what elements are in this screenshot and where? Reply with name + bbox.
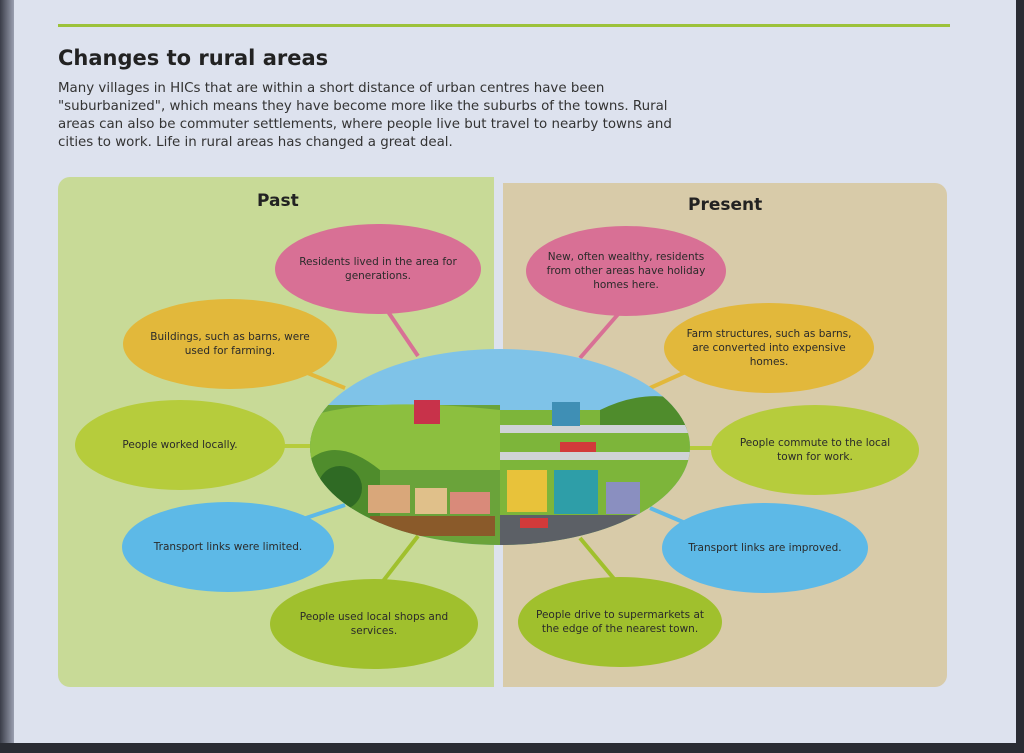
bubble-past-buildings: Buildings, such as barns, were used for … [123,299,337,389]
fence [370,516,495,536]
house-icon [368,485,410,513]
page-edge-bottom [0,743,1024,753]
bubble-past-transport: Transport links were limited. [122,502,334,592]
page-edge [1016,0,1024,753]
barn-icon [414,400,440,424]
connector [578,310,622,360]
page-title: Changes to rural areas [58,46,329,70]
intro-paragraph: Many villages in HICs that are within a … [58,81,672,150]
bubble-past-work: People worked locally. [75,400,285,490]
top-rule [58,24,950,27]
road [500,425,690,433]
house-icon [554,470,598,514]
book-binding [0,0,14,753]
connector [378,534,420,587]
present-title: Present [688,195,763,215]
countryside-illustration [310,349,690,545]
house-icon [507,470,547,512]
house-icon [606,482,640,514]
bubble-present-transport: Transport links are improved. [662,503,868,593]
car-icon [520,518,548,528]
bubble-past-shops: People used local shops and services. [270,579,478,669]
connector [578,536,617,582]
shop-icon [450,492,490,514]
bubble-present-shops: People drive to supermarkets at the edge… [518,577,722,667]
bubble-present-residents: New, often wealthy, residents from other… [526,226,726,316]
past-title: Past [257,191,299,211]
road [500,452,690,460]
bus-icon [560,442,596,452]
bubble-past-residents: Residents lived in the area for generati… [275,224,481,314]
house-icon [415,488,447,514]
bubble-present-commute: People commute to the local town for wor… [711,405,919,495]
converted-barn-icon [552,402,580,426]
tree-icon [318,466,362,510]
bubble-present-buildings: Farm structures, such as barns, are conv… [664,303,874,393]
